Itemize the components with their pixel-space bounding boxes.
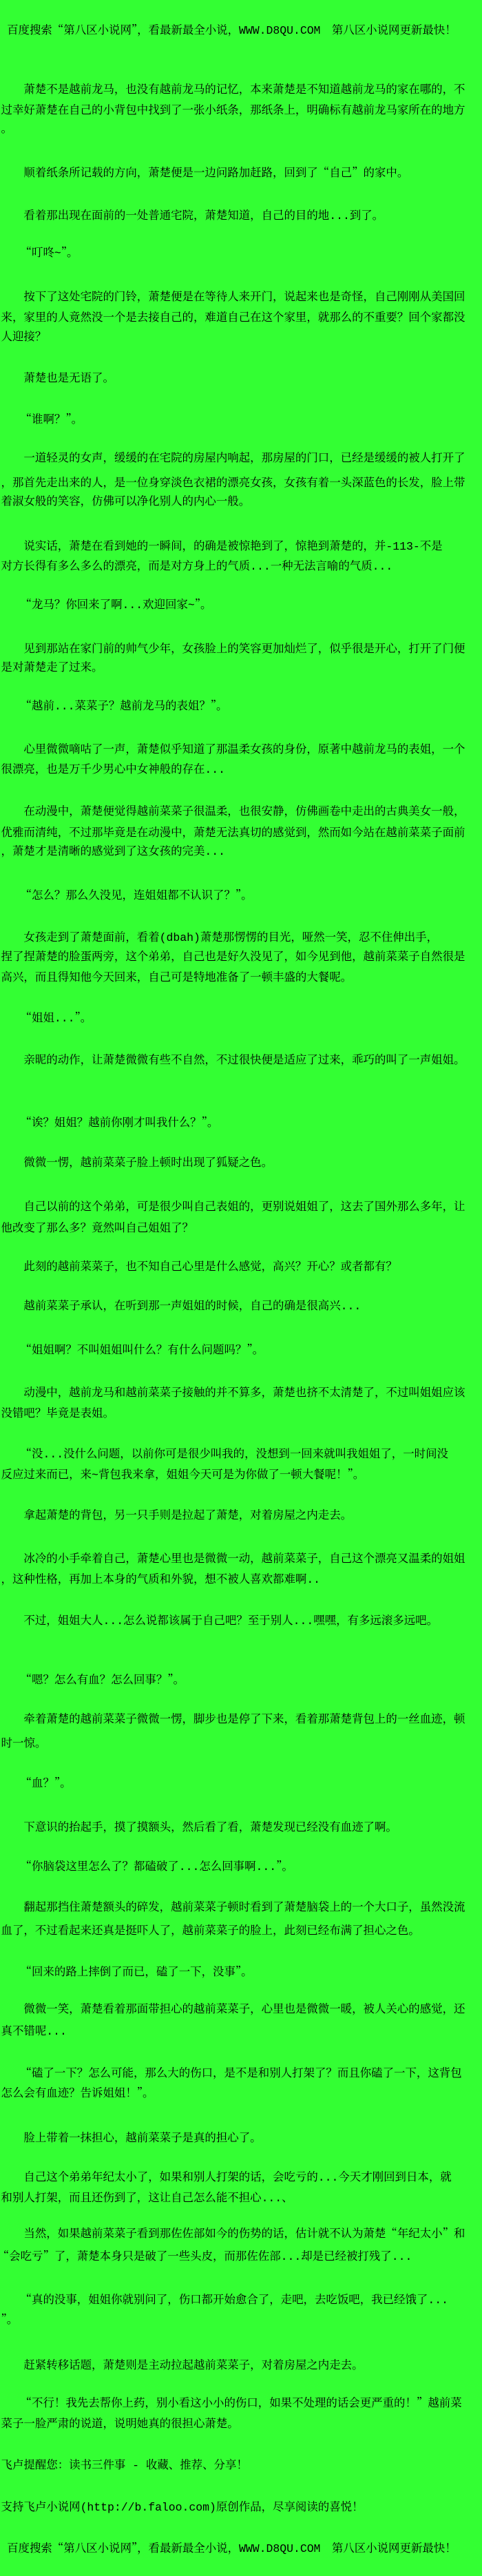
text-line: 血了，不过看起来还真是挺吓人了，越前菜菜子的脸上，此刻已经布满了担心之色。 <box>1 1924 420 1938</box>
text-line: 一道轻灵的女声，缓缓的在宅院的房屋内响起，那房屋的门口，已经是缓缓的被人打开了 <box>23 451 465 465</box>
text-line: 说实话，萧楚在看到她的一瞬间，的确是被惊艳到了，惊艳到萧楚的，并-113-不是 <box>23 539 443 553</box>
text-line: 他改变了那么多？竟然叫自己姐姐了？ <box>1 1221 193 1235</box>
text-line: 当然，如果越前菜菜子看到那佐佐部如今的伤势的话，估计就不认为萧楚“年纪太小”和 <box>23 2227 465 2241</box>
text-line: 越前菜菜子承认，在听到那一声姐姐的时候，自己的确是很高兴... <box>23 1300 362 1313</box>
text-line: “真的没事，姐姐你就别问了，伤口都开始愈合了，走吧，去吃饭吧，我已经饿了... <box>20 2293 448 2307</box>
text-line: 时一惊。 <box>1 1736 47 1750</box>
text-line: “怎么？那么久没见，连姐姐都不认识了？”。 <box>20 889 253 903</box>
text-line: 翻起那挡住萧楚额头的碎发，越前菜菜子顿时看到了萧楚脑袋上的一个大口子，虽然没流 <box>23 1901 465 1915</box>
text-line: 牵着萧楚的越前菜菜子微微一愣，脚步也是停了下来，看着那萧楚背包上的一丝血迹，顿 <box>23 1713 465 1727</box>
text-line: 捏了捏萧楚的脸蛋两旁，这个弟弟，自己也是好久没见了，如今见到他，越前菜菜子自然很… <box>1 951 465 964</box>
text-line: “诶？姐姐？越前你刚才叫我什么？”。 <box>20 1116 219 1130</box>
text-line: 下意识的抬起手，摸了摸额头，然后看了看，萧楚发现已经没有血迹了啊。 <box>23 1820 397 1834</box>
text-line: “血？”。 <box>20 1777 72 1790</box>
text-line: 自己这个弟弟年纪太小了，如果和别人打架的话，会吃亏的...今天才刚回到日本，就 <box>23 2170 452 2184</box>
text-line: 高兴，而且得知他今天回来，自己可是特地准备了一顿丰盛的大餐呢。 <box>1 970 353 984</box>
text-line: 亲昵的动作，让萧楚微微有些不自然，不过很快便是适应了过来，乖巧的叫了一声姐姐。 <box>23 1054 465 1068</box>
text-line: 按下了这处宅院的门铃，萧楚便是在等待人来开门，说起来也是奇怪，自己刚刚从美国回 <box>23 291 465 304</box>
text-line: 自己以前的这个弟弟，可是很少叫自己表姐的，更别说姐姐了，这去了国外那么多年，让 <box>23 1201 465 1214</box>
text-line: 见到那站在家门前的帅气少年，女孩脸上的笑容更加灿烂了，似乎很是开心，打开了门便 <box>23 643 465 656</box>
text-line: “你脑袋这里怎么了？都磕破了...怎么回事啊...”。 <box>20 1860 293 1873</box>
text-line: 和别人打架，而且还伤到了，这让自己怎么能不担心...、 <box>1 2192 293 2205</box>
text-line: 着淑女般的笑容，仿佛可以净化别人的内心一般。 <box>1 495 251 508</box>
text-line: 人迎接？ <box>1 331 47 344</box>
text-line: “姐姐...”。 <box>20 1012 92 1025</box>
text-line: 菜子一脸严肃的说道，说明她真的很担心萧楚。 <box>1 2417 239 2431</box>
text-line: 优雅而清纯，不过那毕竟是在动漫中，萧楚无法真切的感觉到，然而如今站在越前菜菜子面… <box>1 826 465 840</box>
promo-banner-bottom: 百度搜索“第八区小说网”，看最新最全小说，WWW.D8QU.COM 第八区小说网… <box>7 2542 457 2556</box>
text-line: 过幸好萧楚在自己的小背包中找到了一张小纸条，那纸条上，明确标有越前龙马家所在的地… <box>1 103 465 117</box>
text-line: ”。 <box>1 2314 19 2327</box>
text-line: “不行！我先去帮你上药，别小看这小小的伤口，如果不处理的话会更严重的！”越前菜 <box>20 2397 462 2410</box>
text-line: “谁啊？”。 <box>20 413 83 426</box>
text-line: “嗯？怎么有血？怎么回事？”。 <box>20 1674 185 1687</box>
text-line: 脸上带着一抹担心，越前菜菜子是真的担心了。 <box>23 2131 262 2145</box>
footer-reading-reminder: 飞卢提醒您：读书三件事 - 收藏、推荐、分享！ <box>1 2459 248 2472</box>
text-line: 不过，姐姐大人...怎么说都该属于自己吧？至于别人...嘿嘿，有多远滚多远吧。 <box>23 1614 439 1628</box>
text-line: 动漫中，越前龙马和越前菜菜子接触的并不算多，萧楚也挤不太清楚了，不过叫姐姐应该 <box>23 1386 465 1400</box>
text-line: “龙马？你回来了啊...欢迎回家~”。 <box>20 599 212 612</box>
text-line: 反应过来而已，来~背包我来拿，姐姐今天可是为你做了一顿大餐呢！”。 <box>1 1468 365 1482</box>
text-line: “没...没什么问题，以前你可是很少叫我的，没想到一回来就叫我姐姐了，一时间没 <box>20 1448 448 1462</box>
text-line: 萧楚不是越前龙马，也没有越前龙马的记忆，本来萧楚是不知道越前龙马的家在哪的，不 <box>23 83 465 97</box>
text-line: 萧楚也是无语了。 <box>23 372 114 385</box>
text-line: 来，家里的人竟然没一个是去接自己的，难道自己在这个家里，就那么的不重要？回个家都… <box>1 311 465 324</box>
text-line: “磕了一下？怎么可能，那么大的伤口，是不是和别人打架了？而且你磕了一下，这背包 <box>20 2067 462 2081</box>
text-line: ，萧楚才是清晰的感觉到了这女孩的完美... <box>1 845 225 858</box>
text-line: ，那首先走出来的人，是一位身穿淡色衣裙的漂亮女孩，女孩有着一头深蓝色的长发，脸上… <box>1 477 465 490</box>
promo-banner-top: 百度搜索“第八区小说网”，看最新最全小说，WWW.D8QU.COM 第八区小说网… <box>7 24 457 38</box>
text-line: 真不错呢... <box>1 2025 67 2038</box>
text-line: 微微一愣，越前菜菜子脸上顿时出现了狐疑之色。 <box>23 1156 273 1170</box>
text-line: 赶紧转移话题，萧楚则是主动拉起越前菜菜子，对着房屋之内走去。 <box>23 2358 364 2372</box>
text-line: “越前...菜菜子？越前龙马的表姐？”。 <box>20 699 228 713</box>
text-line: 女孩走到了萧楚面前，看着(dbah)萧楚那愣愣的目光，哑然一笑，忍不住伸出手， <box>23 931 439 944</box>
text-line: 拿起萧楚的背包，另一只手则是拉起了萧楚，对着房屋之内走去。 <box>23 1509 353 1523</box>
text-line: 怎么会有血迹？告诉姐姐！”。 <box>1 2087 154 2100</box>
text-line: 微微一笑，萧楚看着那面带担心的越前菜菜子，心里也是微微一暖，被人关心的感觉，还 <box>23 2003 465 2017</box>
text-line: ，这种性格，再加上本身的气质和外貌，想不被人喜欢都难啊.. <box>1 1572 321 1586</box>
text-line: 顺着纸条所记载的方向，萧楚便是一边问路加赶路，回到了“自己”的家中。 <box>23 167 409 180</box>
text-line: 是对萧楚走了过来。 <box>1 661 103 674</box>
text-line: 没错吧？毕竟是表姐。 <box>1 1407 114 1421</box>
text-line: 此刻的越前菜菜子，也不知自己心里是什么感觉，高兴？开心？或者都有？ <box>23 1260 397 1274</box>
text-line: “姐姐啊？不叫姐姐叫什么？有什么问题吗？”。 <box>20 1344 264 1358</box>
text-line: 在动漫中，萧楚便觉得越前菜菜子很温柔，也很安静，仿佛画卷中走出的古典美女一般， <box>23 805 465 819</box>
text-line: “回来的路上摔倒了而已，磕了一下，没事”。 <box>20 1966 253 1979</box>
text-line: 对方长得有多么多么的漂亮，而是对方身上的气质...一种无法言喻的气质... <box>1 560 393 574</box>
text-line: 心里微微嘀咕了一声，萧楚似乎知道了那温柔女孩的身份，原著中越前龙马的表姐，一个 <box>23 743 465 757</box>
text-line: “叮咚~”。 <box>20 246 78 260</box>
footer-site-support: 支持飞卢小说网(http://b.faloo.com)原创作品，尽享阅读的喜悦！ <box>1 2500 364 2514</box>
text-line: 很漂亮，也是万千少男心中女神般的存在... <box>1 763 225 776</box>
text-line: 。 <box>1 123 12 136</box>
text-line: “会吃亏”了，萧楚本身只是破了一些头皮，而那佐佐部...却是已经被打残了... <box>0 2250 412 2264</box>
text-line: 看着那出现在面前的一处普通宅院，萧楚知道，自己的目的地...到了。 <box>23 209 384 222</box>
text-line: 冰冷的小手牵着自己，萧楚心里也是微微一动，越前菜菜子，自己这个漂亮又温柔的姐姐 <box>23 1552 465 1566</box>
